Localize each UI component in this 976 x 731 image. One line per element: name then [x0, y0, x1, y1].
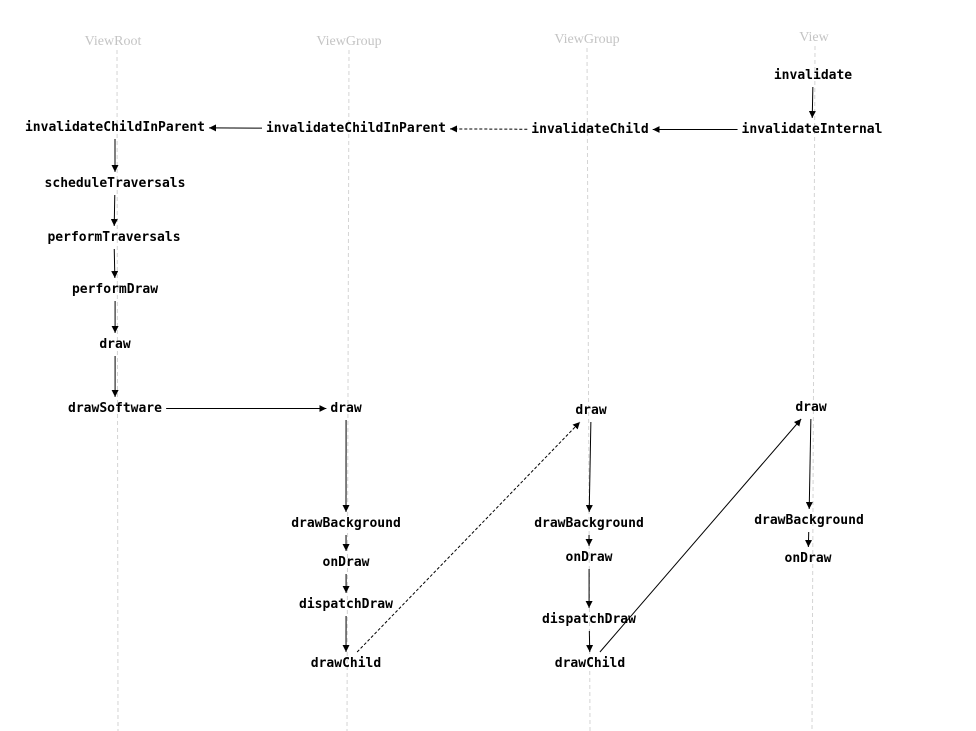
edge-arrow-v_draw-to-v_drawBackground [805, 418, 813, 510]
node-view-draw: draw [795, 400, 826, 415]
node-viewroot-invalidatechildinparent: invalidateChildInParent [25, 120, 205, 135]
node-viewgroup2-drawbackground: drawBackground [534, 516, 644, 531]
node-view-drawbackground: drawBackground [754, 513, 864, 528]
node-viewgroup2-ondraw: onDraw [566, 550, 613, 565]
node-viewgroup1-draw: draw [330, 401, 361, 416]
node-view-invalidate: invalidate [774, 68, 852, 83]
node-viewroot-performtraversals: performTraversals [47, 230, 180, 245]
node-viewgroup2-invalidatechild: invalidateChild [531, 122, 648, 137]
lane-line-view [811, 45, 816, 731]
node-viewgroup1-drawchild: drawChild [311, 656, 381, 671]
node-viewgroup1-drawbackground: drawBackground [291, 516, 401, 531]
lane-header-viewroot: ViewRoot [85, 34, 142, 49]
lane-header-view: View [799, 30, 829, 45]
edge-arrow-vg2_draw-to-vg2_drawBackground [585, 421, 593, 513]
edge-arrow-vr_scheduleTraversals-to-vr_performTraversals [110, 194, 118, 227]
lane-line-viewroot [116, 49, 119, 731]
node-viewgroup1-dispatchdraw: dispatchDraw [299, 597, 393, 612]
lane-line-viewgroup-1 [346, 49, 350, 731]
node-viewroot-draw: draw [99, 337, 130, 352]
node-viewgroup1-ondraw: onDraw [323, 555, 370, 570]
node-view-ondraw: onDraw [785, 551, 832, 566]
node-viewgroup2-dispatchdraw: dispatchDraw [542, 612, 636, 627]
edge-arrow-vg2_drawChild-to-v_draw [599, 418, 802, 653]
node-viewroot-drawsoftware: drawSoftware [68, 401, 162, 416]
node-viewroot-scheduletraversals: scheduleTraversals [45, 176, 186, 191]
lane-line-viewgroup-2 [586, 47, 591, 731]
node-viewgroup1-invalidatechildinparent: invalidateChildInParent [266, 121, 446, 136]
node-viewgroup2-drawchild: drawChild [555, 656, 625, 671]
node-viewroot-performdraw: performDraw [72, 282, 158, 297]
edge-arrow-vg1_drawChild-to-vg2_draw [356, 421, 581, 653]
edge-arrow-vr_performTraversals-to-vr_performDraw [111, 248, 119, 279]
lane-header-viewgroup-2: ViewGroup [554, 32, 619, 47]
node-view-invalidateinternal: invalidateInternal [742, 122, 883, 137]
edges-group [110, 86, 816, 653]
node-viewgroup2-draw: draw [575, 403, 606, 418]
edge-arrow-v_invalidate-to-v_invalidateInternal [808, 86, 816, 119]
lane-header-viewgroup-1: ViewGroup [316, 34, 381, 49]
